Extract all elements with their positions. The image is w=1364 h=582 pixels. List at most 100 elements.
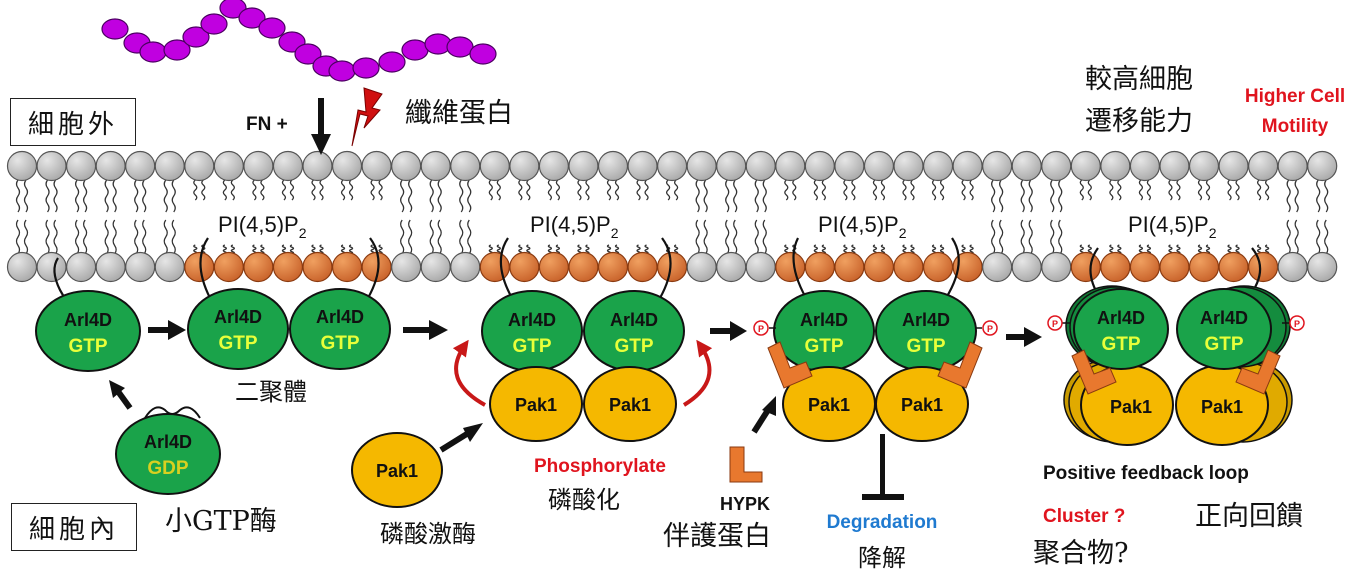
lipid-tail: [459, 179, 464, 213]
fibronectin-bead: [352, 57, 380, 79]
lipid-tail: [518, 179, 523, 201]
lipid-tail: [467, 219, 472, 255]
lipid-head-outer: [420, 150, 451, 182]
lipid-heads: [6, 150, 1338, 283]
lipid-tail: [1146, 244, 1152, 255]
lipid-tail: [1264, 179, 1270, 201]
lipid-tail: [74, 219, 80, 255]
fibronectin-cn-label: 纖維蛋白: [405, 98, 513, 129]
pip2-head: [597, 251, 629, 283]
pip2-head: [302, 251, 333, 283]
lipid-tail: [340, 179, 346, 201]
fn-plus-label: FN +: [246, 114, 288, 135]
fibronectin-bead: [101, 18, 129, 40]
lipid-tail: [999, 219, 1004, 255]
lipid-tail: [488, 179, 493, 201]
lipid-head-outer: [538, 150, 570, 182]
lipid-tail: [813, 179, 818, 201]
pip2-head: [184, 251, 215, 283]
fibronectin-bead: [446, 36, 474, 58]
fibronectin-bead: [294, 43, 322, 65]
lipid-tail: [348, 179, 354, 201]
lipid-head-outer: [6, 150, 38, 182]
svg-text:PI(4,5)P2: PI(4,5)P2: [218, 212, 307, 241]
arl4d-label: Arl4D: [902, 310, 950, 330]
pip2-head: [1070, 251, 1101, 283]
arrow-dimer-to-complex: [403, 320, 448, 340]
lipid-head-outer: [65, 150, 97, 182]
pip2-text: PI(4,5)P: [818, 212, 899, 237]
lipid-head-inner: [716, 251, 747, 283]
lipid-tail: [467, 179, 472, 213]
lipid-tail: [695, 179, 700, 213]
lipid-tail: [1235, 244, 1240, 255]
pip2-head: [804, 251, 835, 283]
dimer-cn-label: 二聚體: [235, 378, 307, 406]
pip2-head: [1188, 251, 1220, 283]
lipid-tail: [23, 179, 29, 213]
positive-feedback-cn-label: 正向回饋: [1195, 501, 1303, 532]
lipid-tail: [82, 219, 88, 255]
lipid-tail: [1205, 179, 1211, 201]
lipid-tail: [961, 179, 966, 201]
phospho-label: P: [1052, 319, 1058, 329]
lipid-tail: [703, 219, 708, 255]
lipid-tail: [260, 244, 265, 255]
lipid-tail: [969, 179, 974, 201]
arrow-hypk-to-complex: [751, 396, 776, 434]
pip2-label-4: PI(4,5)P2: [1128, 212, 1217, 241]
fibronectin-bead: [469, 43, 497, 65]
hypk-cluster-right: [1235, 349, 1281, 395]
gtp-label: GTP: [1101, 334, 1140, 355]
extracellular-label-box: 細胞外: [10, 98, 136, 146]
lipid-tail: [1205, 244, 1211, 255]
lipid-tail: [1138, 179, 1144, 201]
lipid-tail: [910, 244, 915, 255]
lipid-head-outer: [922, 150, 954, 182]
lipid-head-inner: [391, 251, 422, 283]
pip2-text: PI(4,5)P: [530, 212, 611, 237]
lipid-tail: [1316, 219, 1321, 255]
lipid-tail: [910, 179, 915, 201]
lipid-head-outer: [1247, 150, 1279, 182]
lipid-tail: [408, 219, 413, 255]
lipid-tail: [614, 179, 620, 201]
lipid-tail: [665, 179, 671, 201]
lipid-head-outer: [1218, 150, 1249, 182]
intracellular-label-box: 細胞內: [11, 503, 137, 551]
arrow-gdp-to-gtp: [109, 380, 133, 410]
arl4d-gtp-monomer: Arl4D GTP: [35, 290, 141, 372]
phosphorylate-en-label: Phosphorylate: [534, 456, 666, 477]
lipid-tail: [230, 244, 235, 255]
lipid-tail: [555, 179, 561, 201]
pip2-head: [331, 251, 363, 283]
lipid-tail: [725, 179, 730, 213]
lipid-tail: [733, 179, 738, 213]
lipid-tail: [15, 219, 21, 255]
lipid-tail: [1168, 179, 1173, 201]
lipid-tail: [585, 179, 590, 201]
lipid-tail: [931, 179, 937, 201]
lipid-tail: [614, 244, 620, 255]
pip2-head: [922, 251, 954, 283]
lipid-tail: [437, 219, 442, 255]
lipid-tail: [673, 244, 679, 255]
lipid-tail: [429, 179, 434, 213]
lipid-head-outer: [716, 150, 747, 182]
lipid-head-outer: [627, 150, 658, 182]
lipid-head-outer: [1041, 150, 1072, 182]
lipid-head-outer: [952, 150, 983, 182]
lipid-tail: [872, 179, 878, 201]
lipid-tail: [673, 179, 679, 201]
lipid-tail: [74, 179, 80, 213]
lipid-head-outer: [597, 150, 629, 182]
lipid-tail: [1050, 219, 1055, 255]
lipid-tail: [1316, 179, 1321, 213]
pak1-label: Pak1: [1201, 397, 1243, 417]
phospho-label: P: [758, 324, 764, 334]
pip2-label-3: PI(4,5)P2: [818, 212, 907, 241]
fibronectin-bead: [328, 60, 356, 82]
phospho-icon-left: P: [753, 320, 776, 336]
pip2-head: [863, 251, 895, 283]
lipid-tail: [1087, 179, 1092, 201]
